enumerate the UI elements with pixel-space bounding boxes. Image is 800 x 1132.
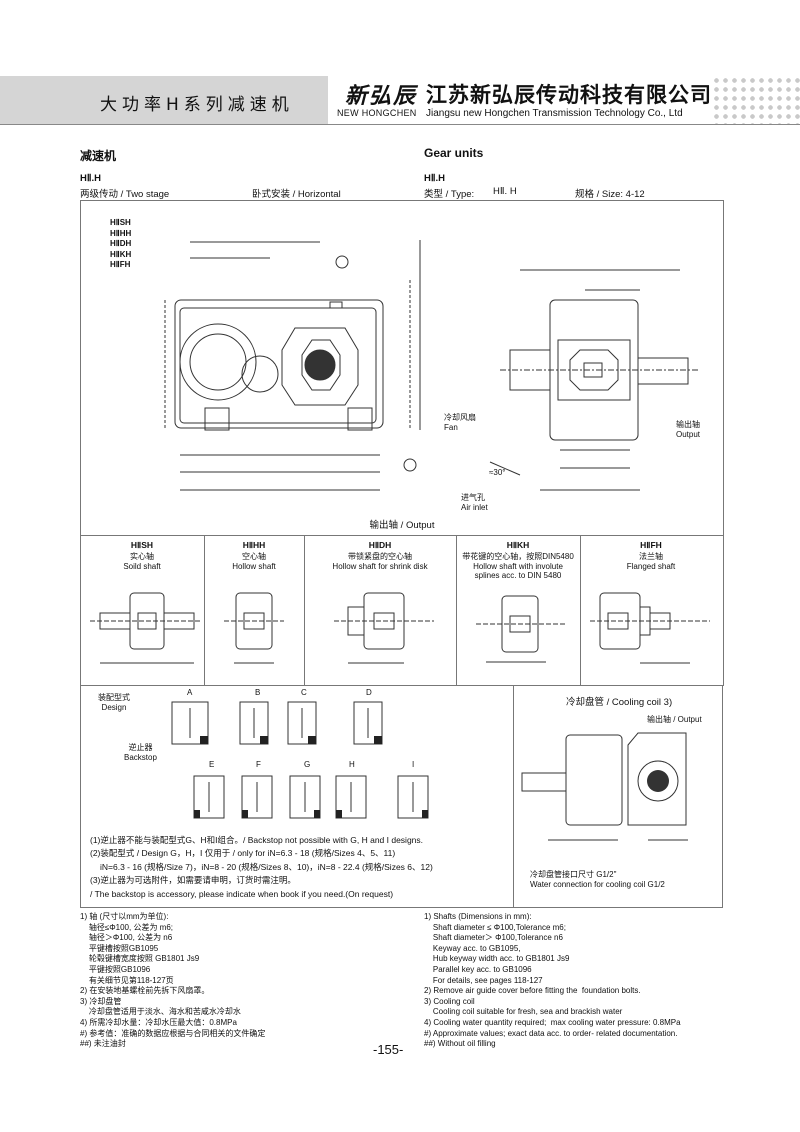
design-letter: F xyxy=(256,760,261,769)
shaft-variant-dh: HⅡDH 带锁紧盘的空心轴 Hollow shaft for shrink di… xyxy=(304,535,457,685)
variant-item: HⅡFH xyxy=(110,260,131,269)
logo-english: NEW HONGCHEN xyxy=(337,108,417,118)
design-notes: (1)逆止器不能与装配型式G、H和I组合。/ Backstop not poss… xyxy=(90,834,433,901)
design-diagrams xyxy=(171,701,429,819)
section-title-en: Gear units xyxy=(424,146,484,160)
cooling-conn-cn: 冷却盘管接口尺寸 G1/2" xyxy=(530,870,617,879)
company-name-en: Jiangsu new Hongchen Transmission Techno… xyxy=(426,108,683,119)
cooling-coil-drawing xyxy=(521,732,688,841)
gearbox-end-view xyxy=(489,269,700,491)
header-dot-pattern xyxy=(712,76,800,124)
shaft-name-cn: 带花键的空心轴，按照DIN5480 xyxy=(462,552,574,561)
shaft-variants-box xyxy=(80,535,724,686)
type-label: 类型 / Type: xyxy=(424,189,475,200)
angle-label: ≈30° xyxy=(489,468,506,477)
output-bar-label: 输出轴 / Output xyxy=(369,520,435,531)
shaft-variant-hh: HⅡHH 空心轴 Hollow shaft xyxy=(204,535,305,685)
design-letter: E xyxy=(209,760,215,769)
shrink-disk-shaft-drawing xyxy=(334,592,434,664)
footnotes-cn: 1) 轴 (尺寸以mm为单位): 轴径≤Φ100, 公差为 m6; 轴径＞Φ10… xyxy=(80,912,266,1049)
design-note: iN=6.3 - 16 (规格/Size 7)，iN=8 - 20 (规格/Si… xyxy=(100,861,433,872)
shaft-name-cn: 空心轴 xyxy=(242,552,266,561)
fan-label: 冷却风扇 Fan xyxy=(444,413,476,432)
design-letter: H xyxy=(349,760,355,769)
variant-item: HⅡHH xyxy=(110,228,132,238)
design-label-en: Design xyxy=(101,703,127,712)
design-label-cn: 装配型式 xyxy=(98,693,130,702)
variant-list: HⅡSH HⅡHH HⅡDH HⅡKH HⅡFH xyxy=(110,218,131,271)
gearbox-side-view xyxy=(164,240,421,491)
shaft-variant-fh: HⅡFH 法兰轴 Flanged shaft xyxy=(580,535,722,685)
mount-text: 卧式安装 / Horizontal xyxy=(252,189,341,200)
backstop-label-en: Backstop xyxy=(124,753,157,762)
cooling-output-label: 输出轴 / Output xyxy=(647,715,702,724)
cooling-conn-en: Water connection for cooling coil G1/2 xyxy=(530,880,665,889)
shaft-name-en: Hollow shaft with involute splines acc. … xyxy=(473,562,563,580)
shaft-name-en: Flanged shaft xyxy=(626,562,676,571)
backstop-label-cn: 逆止器 xyxy=(128,743,153,752)
solid-shaft-drawing xyxy=(90,592,200,664)
design-note: (1)逆止器不能与装配型式G、H和I组合。/ Backstop not poss… xyxy=(90,835,424,845)
header-band xyxy=(0,76,328,124)
shaft-name-en: Soild shaft xyxy=(123,562,161,571)
hollow-shaft-drawing xyxy=(224,592,284,664)
design-label: 装配型式 Design xyxy=(98,692,130,712)
backstop-label: 逆止器 Backstop xyxy=(124,742,157,762)
page-title: 大功率H系列减速机 xyxy=(100,95,294,115)
company-name-cn: 江苏新弘辰传动科技有限公司 xyxy=(426,83,712,107)
shaft-variant-sh: HⅡSH 实心轴 Soild shaft xyxy=(80,535,205,685)
shaft-code: HⅡHH xyxy=(242,540,266,550)
section-title-cn: 减速机 xyxy=(80,149,117,163)
design-letter: I xyxy=(412,760,415,769)
design-note: (3)逆止器为可选附件，如需要请申明，订货时需注明。 xyxy=(90,875,296,886)
logo-chinese: 新弘辰 xyxy=(345,83,418,109)
footnote-divider xyxy=(80,907,722,908)
stage-text: 两级传动 / Two stage xyxy=(80,189,170,200)
header-divider xyxy=(0,124,800,125)
variant-item: HⅡKH xyxy=(110,249,132,259)
shaft-variant-kh: HⅡKH 带花键的空心轴，按照DIN5480 Hollow shaft with… xyxy=(456,535,581,685)
footnotes-en: 1) Shafts (Dimensions in mm): Shaft diam… xyxy=(424,912,681,1049)
air-inlet-label: 进气孔 Air inlet xyxy=(461,493,488,512)
company-logo: 新弘辰 NEW HONGCHEN xyxy=(335,78,417,122)
design-letter: G xyxy=(304,760,311,769)
cooling-coil-title: 冷却盘管 / Cooling coil 3) xyxy=(566,697,673,708)
output-bar: 输出轴 / Output xyxy=(80,517,724,536)
design-letter: C xyxy=(301,688,307,697)
spline-shaft-drawing xyxy=(476,595,566,663)
page-number: -155- xyxy=(373,1042,404,1057)
shaft-code: HⅡKH xyxy=(506,540,530,550)
design-note: / The backstop is accessory, please indi… xyxy=(90,888,394,899)
size-label: 规格 / Size: 4-12 xyxy=(575,189,645,200)
shaft-name-cn: 实心轴 xyxy=(130,552,154,561)
design-letter: B xyxy=(255,688,261,697)
design-letter: A xyxy=(187,688,193,697)
shaft-name-cn: 法兰轴 xyxy=(639,552,663,561)
flanged-shaft-drawing xyxy=(590,592,710,664)
model-code-right: HⅡ.H xyxy=(424,173,446,184)
output-label: 输出轴 Output xyxy=(676,420,701,439)
variant-item: HⅡSH xyxy=(110,218,131,227)
design-note: (2)装配型式 / Design G，H，I 仅用于 / only for iN… xyxy=(90,848,396,859)
variant-item: HⅡDH xyxy=(110,239,132,248)
shaft-code: HⅡFH xyxy=(640,540,662,550)
shaft-name-en: Hollow shaft for shrink disk xyxy=(332,562,428,571)
type-value: HⅡ. H xyxy=(493,186,517,197)
shaft-name-en: Hollow shaft xyxy=(232,562,276,571)
design-letter: D xyxy=(366,688,372,697)
model-code-left: HⅡ.H xyxy=(80,173,102,184)
main-technical-drawing xyxy=(164,240,700,491)
shaft-code: HⅡDH xyxy=(368,540,392,550)
shaft-name-cn: 带锁紧盘的空心轴 xyxy=(348,552,412,561)
shaft-code: HⅡSH xyxy=(130,540,154,550)
